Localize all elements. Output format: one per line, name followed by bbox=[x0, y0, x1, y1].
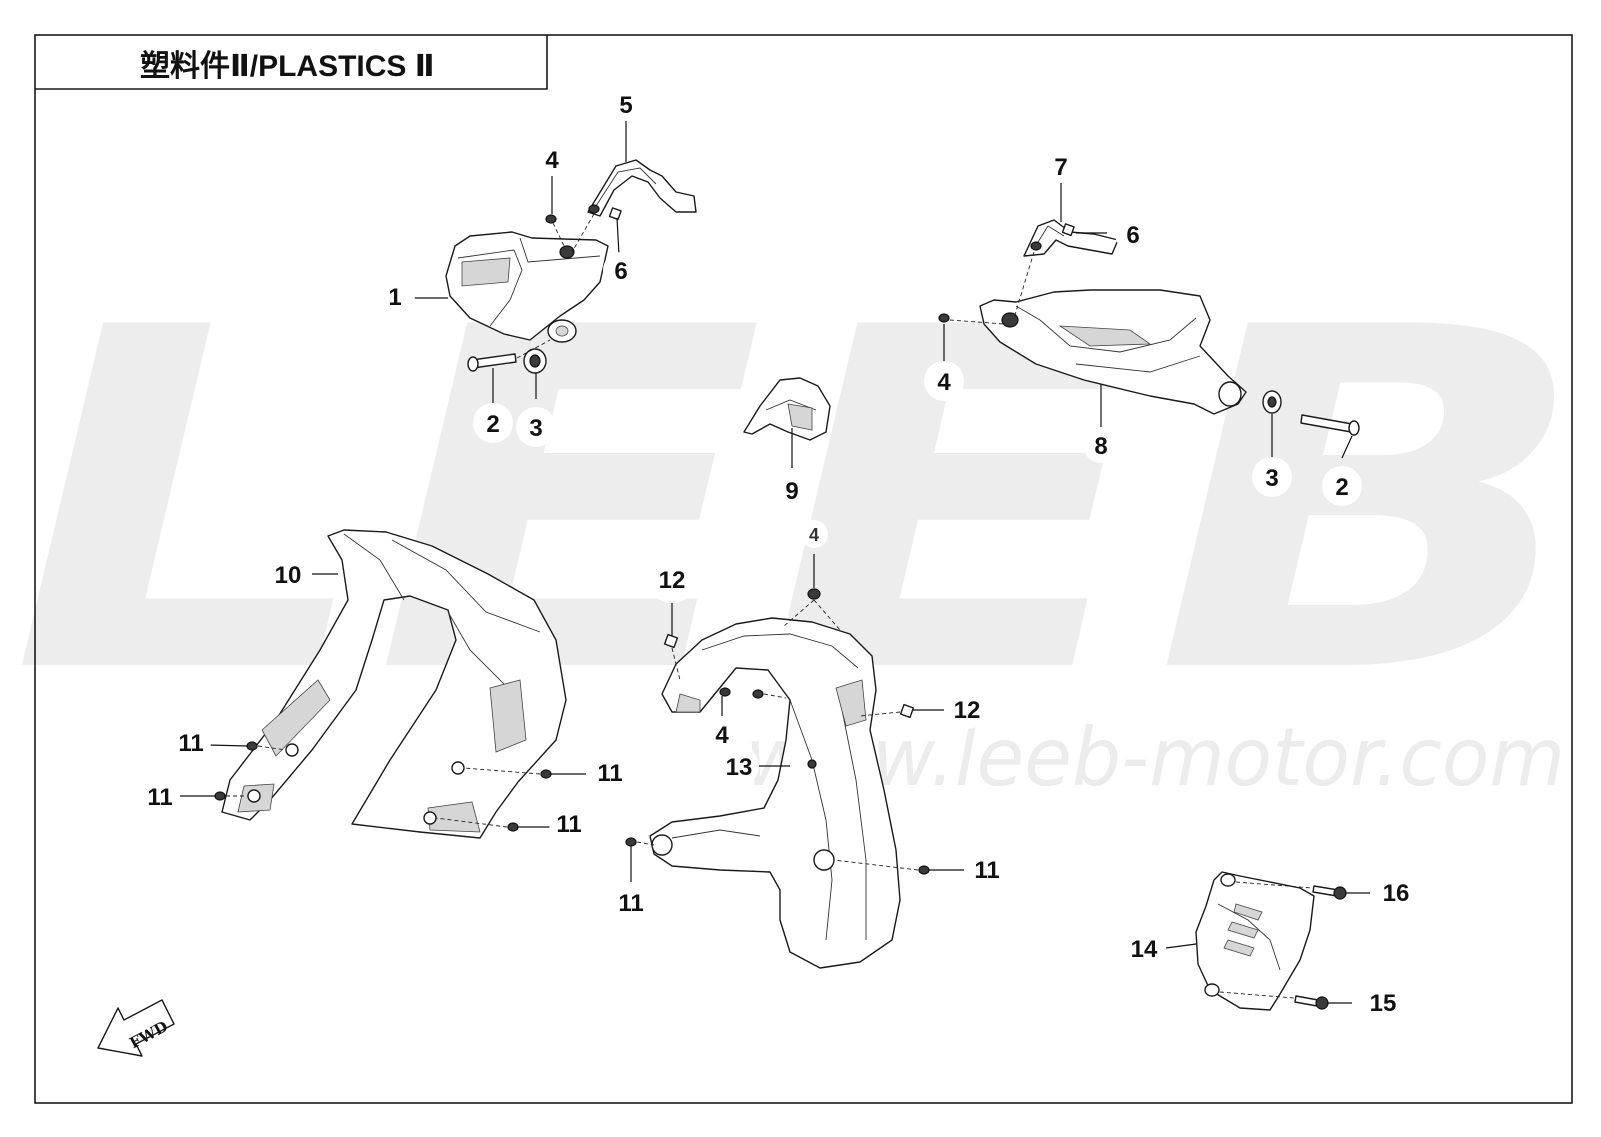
title-box bbox=[35, 35, 548, 90]
callout-13: 13 bbox=[719, 746, 759, 786]
part-4-screw-a bbox=[545, 214, 557, 224]
part-2-bolt-left bbox=[467, 353, 517, 372]
svg-text:7: 7 bbox=[1054, 154, 1067, 181]
part-8-right-handguard bbox=[979, 289, 1247, 415]
callout-11-d: 11 bbox=[549, 803, 589, 843]
svg-text:4: 4 bbox=[545, 147, 559, 174]
callout-12-b: 12 bbox=[947, 689, 987, 729]
part-5-bracket bbox=[587, 159, 697, 217]
part-1-left-handguard bbox=[445, 231, 609, 343]
callout-2-left: 2 bbox=[473, 403, 513, 443]
svg-text:4: 4 bbox=[809, 525, 819, 545]
part-10-front-cover bbox=[221, 529, 567, 839]
svg-text:11: 11 bbox=[147, 784, 172, 811]
callout-11-b: 11 bbox=[140, 776, 180, 816]
callout-4-a: 4 bbox=[535, 142, 569, 176]
callout-4-b: 4 bbox=[924, 361, 964, 401]
callout-11-e: 11 bbox=[611, 882, 651, 922]
dash-5 bbox=[571, 213, 595, 253]
part-7-bracket bbox=[1023, 219, 1119, 257]
svg-text:11: 11 bbox=[556, 811, 581, 838]
svg-text:6: 6 bbox=[1126, 222, 1139, 249]
part-15-bolt bbox=[1294, 995, 1329, 1010]
part-6-nut-b bbox=[1061, 223, 1075, 237]
svg-text:11: 11 bbox=[974, 857, 999, 884]
callout-3-right: 3 bbox=[1252, 457, 1292, 497]
svg-text:3: 3 bbox=[529, 415, 542, 442]
part-4-screw-c bbox=[807, 588, 821, 600]
svg-text:11: 11 bbox=[597, 760, 622, 787]
svg-text:15: 15 bbox=[1370, 990, 1397, 1017]
callout-11-f: 11 bbox=[967, 849, 1007, 889]
part-13-front-fender bbox=[649, 617, 901, 969]
svg-text:8: 8 bbox=[1094, 433, 1107, 460]
svg-text:11: 11 bbox=[618, 890, 643, 917]
callout-8: 8 bbox=[1083, 427, 1119, 463]
leader-lines bbox=[180, 118, 1370, 1004]
dash-11a bbox=[257, 745, 287, 751]
fwd-arrow: FWD bbox=[97, 999, 175, 1057]
part-2-bolt-right bbox=[1300, 414, 1360, 436]
svg-text:1: 1 bbox=[388, 284, 401, 311]
dash-11c bbox=[463, 767, 541, 775]
svg-text:14: 14 bbox=[1131, 936, 1158, 963]
part-12-clips bbox=[663, 633, 915, 719]
part-16-bolt bbox=[1312, 885, 1347, 900]
part-4-screw-d bbox=[719, 687, 764, 699]
callout-6-a: 6 bbox=[603, 252, 639, 288]
callout-7: 7 bbox=[1044, 149, 1078, 183]
svg-text:3: 3 bbox=[1265, 465, 1278, 492]
dash-4b bbox=[949, 319, 1005, 325]
part-3-spacer-right bbox=[1262, 390, 1282, 414]
svg-text:9: 9 bbox=[785, 478, 798, 505]
svg-text:5: 5 bbox=[619, 92, 632, 119]
dash-11f bbox=[833, 859, 919, 871]
part-9-cap bbox=[743, 377, 831, 441]
callout-3-left: 3 bbox=[516, 407, 556, 447]
svg-text:2: 2 bbox=[486, 411, 499, 438]
svg-text:13: 13 bbox=[726, 754, 753, 781]
svg-text:10: 10 bbox=[275, 562, 302, 589]
callout-11-c: 11 bbox=[590, 752, 630, 792]
callout-5: 5 bbox=[609, 87, 643, 121]
dash-4d bbox=[763, 693, 787, 699]
svg-text:16: 16 bbox=[1383, 880, 1410, 907]
callout-4-c: 4 bbox=[704, 716, 740, 752]
part-6-nut-a bbox=[608, 207, 622, 221]
callout-11-a: 11 bbox=[171, 722, 211, 762]
callout-1: 1 bbox=[375, 276, 415, 316]
dash-11e bbox=[636, 841, 655, 846]
dash-2a bbox=[516, 339, 551, 359]
dash-11d bbox=[435, 817, 508, 828]
part-4-screw-b bbox=[938, 313, 950, 323]
part-3-spacer-left bbox=[523, 348, 547, 374]
callout-15: 15 bbox=[1363, 982, 1403, 1022]
dash-16 bbox=[1235, 881, 1313, 889]
outer-frame bbox=[34, 34, 1573, 1104]
callout-6-b: 6 bbox=[1115, 216, 1151, 252]
callouts: 1 2 3 4 5 6 7 6 bbox=[140, 87, 1416, 1022]
callout-14: 14 bbox=[1124, 928, 1164, 968]
svg-text:4: 4 bbox=[715, 722, 729, 749]
svg-text:12: 12 bbox=[659, 567, 686, 594]
dash-7 bbox=[1013, 251, 1035, 319]
dash-4a bbox=[552, 222, 567, 251]
dash-12a bbox=[671, 647, 681, 681]
part-14-side-cover bbox=[1195, 871, 1315, 1011]
callout-4-d: 4 bbox=[800, 520, 828, 548]
dash-15 bbox=[1219, 991, 1295, 999]
callout-16: 16 bbox=[1376, 872, 1416, 912]
svg-text:12: 12 bbox=[954, 697, 981, 724]
callout-12-a: 12 bbox=[648, 555, 696, 603]
svg-text:2: 2 bbox=[1335, 474, 1348, 501]
callout-2-right: 2 bbox=[1322, 466, 1362, 506]
svg-text:4: 4 bbox=[937, 369, 951, 396]
svg-text:11: 11 bbox=[178, 730, 203, 757]
callout-9: 9 bbox=[772, 470, 812, 510]
page-title: 塑料件Ⅱ/PLASTICS Ⅱ bbox=[140, 50, 435, 83]
svg-text:6: 6 bbox=[614, 258, 627, 285]
callout-10: 10 bbox=[264, 550, 312, 598]
